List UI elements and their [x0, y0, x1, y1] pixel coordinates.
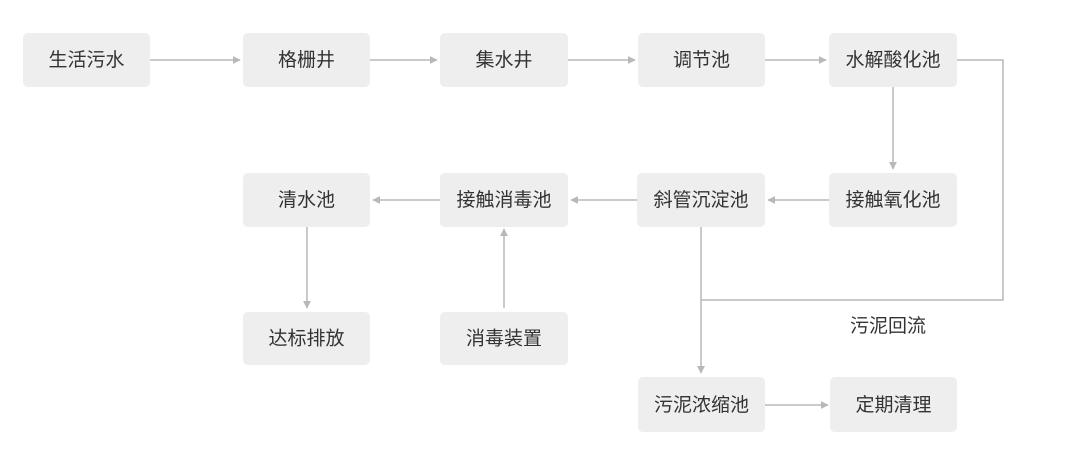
node-box: [23, 33, 150, 87]
node-box: [243, 33, 370, 87]
node-disinfection-device: 消毒装置: [440, 312, 568, 365]
node-regular-cleaning: 定期清理: [830, 377, 957, 432]
node-contact-disinfection-tank: 接触消毒池: [440, 173, 568, 227]
node-sludge-thickening-tank: 污泥浓缩池: [638, 377, 765, 432]
node-box: [243, 312, 370, 365]
node-box: [829, 33, 957, 87]
node-box: [638, 377, 765, 432]
node-label: 消毒装置: [466, 328, 542, 350]
node-label: 水解酸化池: [845, 49, 940, 71]
node-hydrolysis-acidification-tank: 水解酸化池: [829, 33, 957, 87]
node-label: 污泥浓缩池: [654, 394, 749, 416]
node-contact-oxidation-tank: 接触氧化池: [829, 173, 957, 227]
node-domestic-sewage: 生活污水: [23, 33, 150, 87]
node-box: [243, 173, 370, 227]
node-box: [440, 33, 568, 87]
node-box: [830, 377, 957, 432]
sludge-return-label: 污泥回流: [850, 315, 926, 337]
node-label: 接触氧化池: [845, 189, 940, 211]
node-compliant-discharge: 达标排放: [243, 312, 370, 365]
node-label: 调节池: [673, 49, 730, 71]
node-label: 斜管沉淀池: [653, 189, 748, 211]
node-grille-well: 格栅井: [243, 33, 370, 87]
edge-sludge-return-loop: [701, 59, 1004, 301]
node-clear-water-tank: 清水池: [243, 173, 370, 227]
node-label: 集水井: [475, 49, 532, 71]
node-label: 格栅井: [278, 49, 335, 71]
node-label: 达标排放: [268, 328, 344, 350]
node-inclined-tube-settling-tank: 斜管沉淀池: [637, 173, 765, 227]
node-box: [638, 33, 765, 87]
node-box: [440, 173, 568, 227]
node-box: [637, 173, 765, 227]
node-label: 接触消毒池: [456, 189, 551, 211]
node-box: [829, 173, 957, 227]
node-label: 生活污水: [48, 49, 124, 71]
node-regulating-tank: 调节池: [638, 33, 765, 87]
node-box: [440, 312, 568, 365]
node-label: 定期清理: [855, 394, 931, 416]
edges: [150, 56, 1004, 409]
node-label: 清水池: [278, 189, 335, 211]
node-collection-well: 集水井: [440, 33, 568, 87]
